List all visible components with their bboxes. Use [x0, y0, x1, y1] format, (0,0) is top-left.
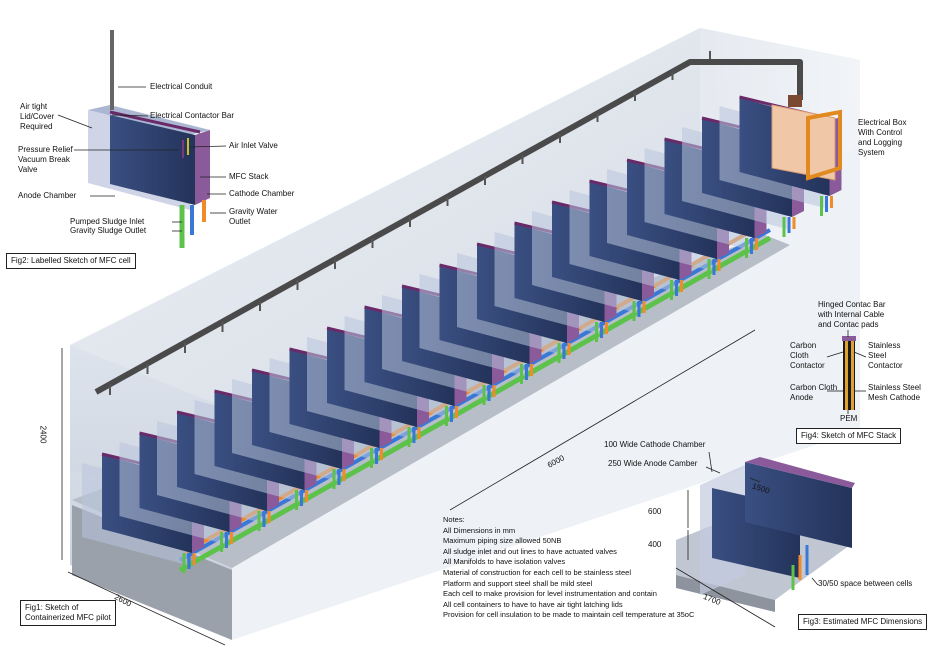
mfc-cells — [82, 95, 842, 573]
note-item: All Manifolds to have isolation valves — [443, 557, 566, 567]
label-air-inlet-valve: Air Inlet Valve — [229, 141, 278, 150]
label-anode-chamber-width: 250 Wide Anode Camber — [608, 459, 698, 468]
note-item: Maximum piping size allowed 50NB — [443, 536, 562, 546]
label-cathode-chamber: Cathode Chamber — [229, 189, 295, 198]
note-item: Provision for cell insulation to be made… — [443, 610, 695, 620]
notes-block: Notes: All Dimensions in mm Maximum pipi… — [443, 515, 694, 621]
dim-400: 400 — [648, 540, 662, 549]
label-carbon-cloth-contactor: Carbon Cloth Contactor — [790, 341, 825, 370]
label-anode-chamber: Anode Chamber — [18, 191, 77, 200]
label-cell-spacing: 30/50 space between cells — [818, 579, 913, 588]
label-cathode-chamber-width: 100 Wide Cathode Chamber — [604, 440, 706, 449]
electrical-box — [771, 95, 842, 181]
note-item: All cell containers to have to have air … — [443, 599, 623, 609]
label-stainless-mesh-cathode: Stainless Steel Mesh Cathode — [868, 383, 921, 402]
fig2-leader-lines — [57, 86, 227, 232]
note-item: All Dimensions in mm — [443, 525, 516, 535]
label-pressure-relief: Pressure Relief Vacuum Break Valve — [18, 145, 73, 174]
label-pumped-sludge-inlet: Pumped Sludge Inlet — [70, 217, 145, 226]
note-item: Platform and support steel shall be mild… — [443, 578, 593, 588]
fig1-caption: Fig1: Sketch of Containerized MFC pilot — [20, 600, 116, 626]
notes-title: Notes: — [443, 515, 465, 524]
note-item: Each cell to make provision for level in… — [443, 589, 657, 599]
label-electrical-contactor-bar: Electrical Contactor Bar — [150, 111, 235, 120]
label-hinged-contact-bar: Hinged Contac Bar with Internal Cable an… — [818, 300, 886, 329]
label-electrical-box: Electrical Box With Control and Logging … — [858, 118, 907, 157]
dim-600: 600 — [648, 507, 662, 516]
label-electrical-conduit: Electrical Conduit — [150, 82, 213, 91]
electrical-conduit-frame — [94, 59, 803, 395]
label-gravity-water-outlet: Gravity Water Outlet — [229, 207, 278, 226]
fig3-dimension-sketch — [676, 457, 855, 612]
container-dimension-lines — [61, 329, 756, 646]
label-stainless-steel-contactor: Stainless Steel Contactor — [868, 341, 903, 370]
label-air-tight-lid: Air tight Lid/Cover Required — [20, 102, 55, 131]
fig3-dimension-lines — [675, 451, 819, 628]
label-carbon-cloth-anode: Carbon Cloth Anode — [790, 383, 838, 402]
fig2-caption: Fig2: Labelled Sketch of MFC cell — [6, 253, 136, 269]
label-mfc-stack: MFC Stack — [229, 172, 269, 181]
fig4-stack-sketch — [842, 336, 856, 410]
label-pem: PEM — [840, 414, 858, 423]
fig4-caption: Fig4: Sketch of MFC Stack — [796, 428, 902, 444]
fig4-leader-lines — [826, 330, 867, 414]
fig2-cell-sketch — [88, 30, 210, 248]
conduit-hangers — [109, 50, 711, 395]
fig3-caption: Fig3: Estimated MFC Dimensions — [798, 614, 928, 630]
note-item: All sludge inlet and out lines to have a… — [443, 546, 617, 556]
dim-container-height: 2400 — [38, 425, 48, 444]
note-item: Material of construction for each cell t… — [443, 567, 632, 577]
label-gravity-sludge-outlet: Gravity Sludge Outlet — [70, 226, 147, 235]
